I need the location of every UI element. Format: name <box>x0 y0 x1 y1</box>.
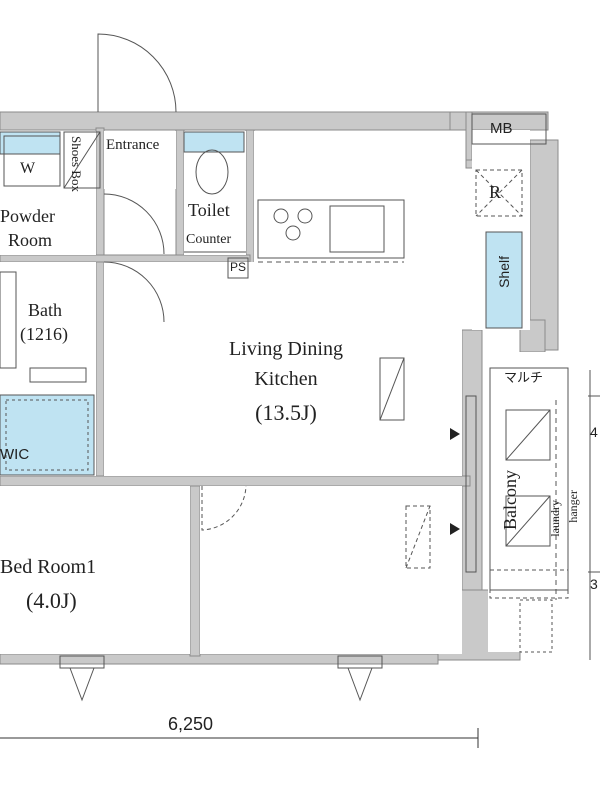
entry-arrows <box>450 428 460 535</box>
entrance-label: Entrance <box>106 137 160 153</box>
bedroom-name-label: Bed Room1 <box>0 556 97 578</box>
right-edge-mark-bottom: 3 <box>590 576 598 592</box>
powder-room-label-line2: Room <box>8 230 53 250</box>
counter-label: Counter <box>186 232 232 247</box>
refrigerator-label: R <box>489 182 502 202</box>
toilet-label: Toilet <box>188 200 230 220</box>
wardrobe-mark: W <box>20 160 36 177</box>
fixture-lines <box>0 33 600 748</box>
bath-label: Bath <box>28 300 62 320</box>
balcony-label: Balcony <box>500 470 520 530</box>
ldk-label-line2: Kitchen <box>254 368 318 390</box>
shoes-box-label: Shoes Box <box>69 136 84 192</box>
bath-size-label: (1216) <box>20 324 68 344</box>
laundry-hanger-label-line1: laundry <box>548 500 562 537</box>
powder-room-label-line1: Powder <box>0 206 55 226</box>
width-dimension-label: 6,250 <box>168 714 214 734</box>
wic-label: WIC <box>0 446 30 463</box>
bedroom-size-label: (4.0J) <box>26 588 77 613</box>
fixtures <box>0 131 523 476</box>
ldk-label-line1: Living Dining <box>229 338 343 360</box>
shelf-label: Shelf <box>496 256 512 288</box>
ps-label: PS <box>230 260 247 274</box>
right-edge-mark-top: 4 <box>590 424 598 440</box>
laundry-hanger-label-line2: hanger <box>566 490 580 523</box>
multi-label: マルチ <box>504 371 544 386</box>
mb-label: MB <box>490 120 513 137</box>
ldk-size-label: (13.5J) <box>255 400 317 425</box>
